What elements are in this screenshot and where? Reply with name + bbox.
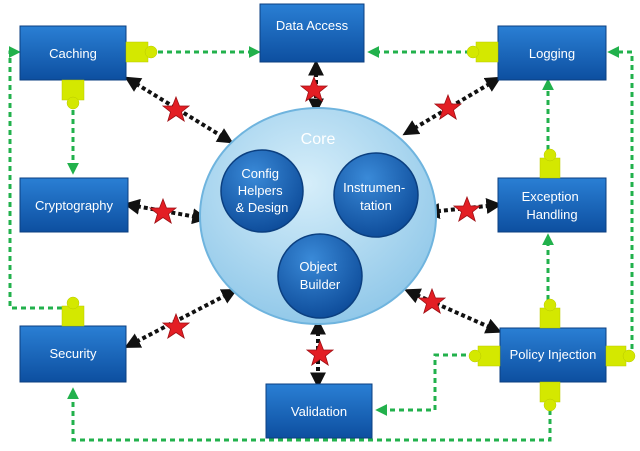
object-builder: Object Builder: [277, 233, 363, 319]
exception-handling-line-1: Exception: [522, 189, 579, 204]
core: Core Config Helpers & Design Instrumen- …: [199, 107, 437, 325]
svg-text:Config Helpers: Config Helpers & Design: [236, 166, 289, 215]
plug-icon-policy-right: [605, 345, 636, 367]
line-security-core: [124, 289, 238, 348]
config-line-3: & Design: [236, 200, 289, 215]
star-icon-security: [161, 312, 191, 339]
instrumentation-line-1: Instrumen-: [343, 180, 405, 195]
block-data-access: Data Access: [259, 3, 365, 63]
plug-icon-caching-right: [125, 41, 158, 63]
star-icon-caching: [161, 95, 191, 122]
svg-text:Object Builder: Object Builder: [299, 259, 341, 292]
connector-plugs: [61, 41, 636, 412]
object-builder-line-1: Object: [299, 259, 337, 274]
line-policy-to-security: [67, 387, 552, 442]
star-icon-logging: [433, 93, 463, 120]
block-security: Security: [19, 325, 127, 383]
caching-label: Caching: [49, 46, 97, 61]
line-security-to-caching: [8, 46, 62, 310]
svg-text:Exception Handling: Exception Handling: [522, 189, 583, 222]
star-icon-policy: [417, 287, 447, 314]
config-line-1: Config: [241, 166, 279, 181]
plug-icon-policy-bottom: [539, 381, 561, 412]
plug-icon-exception-top: [539, 148, 561, 179]
logging-label: Logging: [529, 46, 575, 61]
line-policy-to-validation: [375, 353, 475, 416]
plug-icon-policy-top: [539, 298, 561, 329]
plug-icon-policy-left: [468, 345, 501, 367]
star-icon-data-access: [299, 75, 329, 102]
svg-text:Instrumen- tation: Instrumen- tation: [343, 180, 409, 213]
block-cryptography: Cryptography: [19, 177, 129, 233]
block-exception-handling: Exception Handling: [497, 177, 607, 233]
line-policy-to-logging: [607, 46, 634, 357]
block-policy-injection: Policy Injection: [499, 327, 607, 383]
star-markers: [148, 75, 482, 366]
config-line-2: Helpers: [238, 183, 283, 198]
star-icon-exception: [452, 195, 482, 222]
plug-icon-security-top: [61, 296, 85, 327]
instrumentation-line-2: tation: [360, 198, 392, 213]
policy-injection-label: Policy Injection: [510, 347, 597, 362]
core-label: Core: [301, 131, 336, 148]
block-logging: Logging: [497, 25, 607, 81]
star-icon-cryptography: [148, 197, 178, 224]
star-icon-validation: [305, 339, 335, 366]
plugin-dependency-lines: [8, 46, 634, 442]
validation-label: Validation: [291, 404, 347, 419]
exception-handling-line-2: Handling: [526, 207, 577, 222]
object-builder-line-2: Builder: [300, 277, 341, 292]
plug-icon-caching-bottom: [61, 79, 85, 110]
block-caching: Caching: [19, 25, 127, 81]
plug-icon-logging-left: [466, 41, 499, 63]
cryptography-label: Cryptography: [35, 198, 114, 213]
instrumentation: Instrumen- tation: [333, 152, 419, 238]
config-helpers-design: Config Helpers & Design: [220, 149, 304, 233]
block-validation: Validation: [265, 383, 373, 439]
data-access-label: Data Access: [276, 18, 349, 33]
security-label: Security: [50, 346, 97, 361]
